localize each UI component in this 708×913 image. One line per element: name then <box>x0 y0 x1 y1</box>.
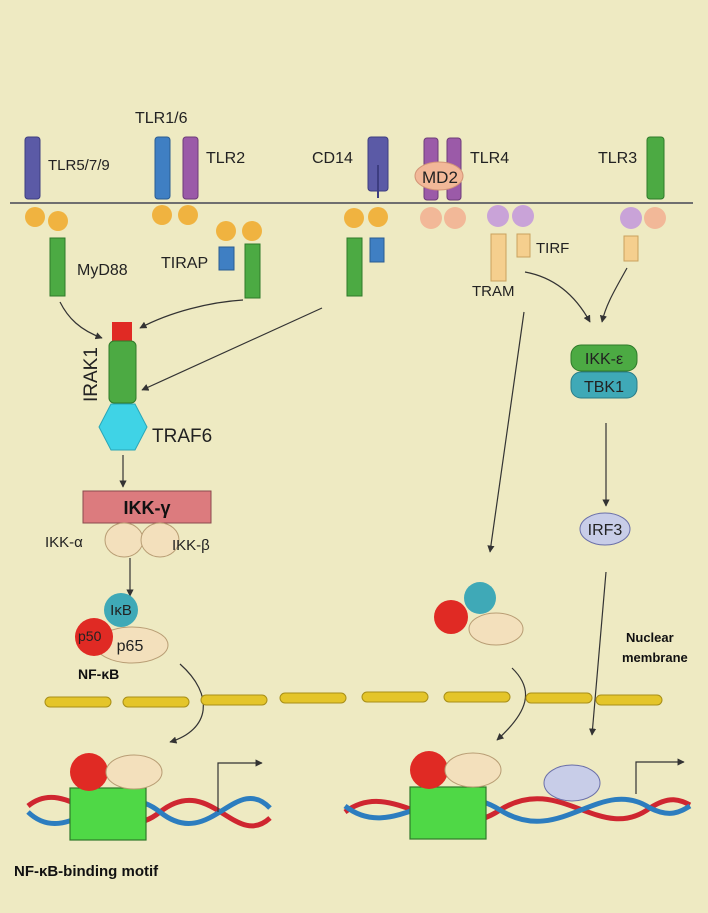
nuclear-pore-segment <box>279 692 347 704</box>
tirap-label: TIRAP <box>161 255 208 272</box>
traf6-protein <box>98 403 148 451</box>
tlr579-receptor <box>24 136 41 200</box>
p65-label: p65 <box>117 638 144 655</box>
tirap-adaptor-cd14 <box>369 237 385 263</box>
tlr579-label: TLR5/7/9 <box>48 157 110 174</box>
myd88-adaptor <box>49 237 66 297</box>
ikk-alpha-protein <box>104 522 144 558</box>
tir-domain-5 <box>216 221 236 241</box>
tir-domain-8 <box>368 207 388 227</box>
ikk-alpha-label: IKK-α <box>45 534 83 551</box>
tir-domain-4 <box>178 205 198 225</box>
dna-strand-blue-left <box>26 795 272 827</box>
tlr2-label: TLR2 <box>206 150 245 167</box>
irak1-red-domain <box>112 322 132 342</box>
arrow-nfkb-to-dna <box>169 663 204 744</box>
right-p50-on-dna <box>410 751 448 789</box>
left-dna-binding-box <box>69 787 147 841</box>
irak1-label: IRAK1 <box>81 347 102 402</box>
arrow-tram-to-tbk1 <box>524 271 591 323</box>
myd88-label: MyD88 <box>77 262 128 279</box>
tbk1-label: TBK1 <box>584 379 624 396</box>
arrow-right-complex-to-dna <box>496 667 527 741</box>
tlr16-label: TLR1/6 <box>135 110 188 127</box>
nuclear-membrane-label-line1: Nuclear <box>626 630 674 645</box>
tlr2-receptor <box>182 136 199 200</box>
irf3-on-dna <box>543 764 601 802</box>
myd88-adaptor-cd14 <box>346 237 363 297</box>
right-transcription-arrow <box>635 758 685 794</box>
arrow-tlr3-to-tbk1 <box>599 267 628 323</box>
nuclear-pore-segment <box>525 692 593 704</box>
traf6-label: TRAF6 <box>152 426 212 447</box>
tirf-label: TIRF <box>536 240 569 257</box>
nuclear-pore-segment <box>361 691 429 703</box>
nuclear-pore-segment <box>44 696 112 708</box>
tir-domain-2 <box>48 211 68 231</box>
md2-protein <box>414 161 464 191</box>
tbk1-protein <box>570 371 638 399</box>
tir-domain-11 <box>487 205 509 227</box>
trif-adaptor-tlr3 <box>623 235 639 262</box>
irf3-label: IRF3 <box>588 522 623 539</box>
ikk-gamma-protein <box>82 490 212 524</box>
right-p65-protein <box>468 612 524 646</box>
tlr3-label: TLR3 <box>598 150 637 167</box>
irak1-protein <box>108 340 137 404</box>
ikk-epsilon-protein <box>570 344 638 372</box>
irf3-protein <box>579 512 631 546</box>
ikk-gamma-label: IKK-γ <box>123 498 170 518</box>
tir-domain-12 <box>512 205 534 227</box>
cd14-label: CD14 <box>312 150 353 167</box>
right-dna-binding-box <box>409 786 487 840</box>
ikk-beta-protein <box>140 522 180 558</box>
dna-strand-blue-right <box>343 796 692 824</box>
nuclear-membrane-label-line2: membrane <box>622 650 688 665</box>
p50-label: p50 <box>78 628 102 644</box>
ikb-label: IκB <box>110 602 132 619</box>
right-p50-protein <box>434 600 468 634</box>
ikb-protein <box>104 593 138 627</box>
myd88-adaptor-tlr2 <box>244 243 261 299</box>
tir-domain-10 <box>444 207 466 229</box>
nuclear-membrane <box>44 691 663 708</box>
tlr1-6-receptor <box>154 136 171 200</box>
nuclear-pore-segment <box>122 696 190 708</box>
tir-domain-6 <box>242 221 262 241</box>
nuclear-pore-segment <box>200 694 268 706</box>
tirap-adaptor <box>218 246 235 271</box>
arrow-tlr2-to-irak1 <box>139 299 244 329</box>
tlr4-label: TLR4 <box>470 150 509 167</box>
nuclear-pore-segment <box>595 694 663 706</box>
tir-domain-9 <box>420 207 442 229</box>
tir-domain-3 <box>152 205 172 225</box>
nfkb-label: NF-κB <box>78 666 119 682</box>
left-p50-on-dna <box>70 753 108 791</box>
nfkb-binding-motif-label: NF-κB-binding motif <box>14 863 159 880</box>
right-ikb-protein <box>464 582 496 614</box>
tirf-adaptor <box>516 233 531 258</box>
arrow-irf3-to-dna <box>588 571 607 736</box>
tram-adaptor <box>490 233 507 282</box>
p50-protein <box>75 618 113 656</box>
tram-label: TRAM <box>472 283 515 300</box>
nuclear-pore-segment <box>443 691 511 703</box>
left-p65-on-dna <box>105 754 163 790</box>
right-p65-on-dna <box>444 752 502 788</box>
ikk-epsilon-label: IKK-ε <box>585 351 623 368</box>
left-transcription-arrow <box>217 759 263 812</box>
arrow-myd88-to-irak1 <box>59 301 103 340</box>
tir-domain-13 <box>620 207 642 229</box>
tir-domain-14 <box>644 207 666 229</box>
arrow-tram-to-nucleus-complex <box>487 311 525 553</box>
arrow-cd14-to-irak1 <box>141 307 323 391</box>
tir-domain-1 <box>25 207 45 227</box>
md2-label: MD2 <box>422 168 458 187</box>
dna-strand-red-right <box>343 796 692 825</box>
ikk-beta-label: IKK-β <box>172 537 210 554</box>
tir-domain-7 <box>344 208 364 228</box>
tlr3-receptor <box>646 136 665 200</box>
